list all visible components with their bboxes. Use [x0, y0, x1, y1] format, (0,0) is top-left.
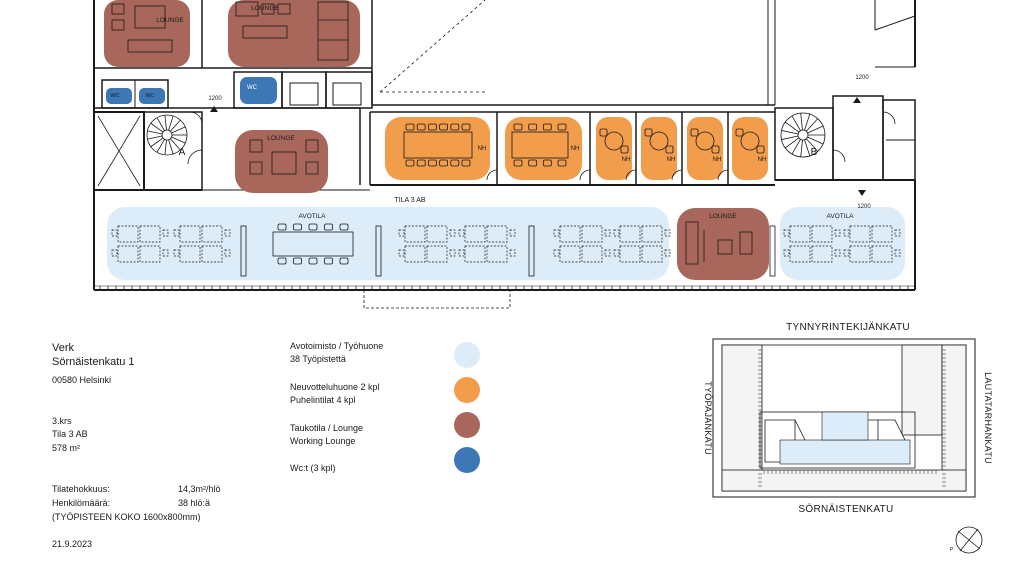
label-stair-a: A: [179, 147, 186, 158]
label-nh-3: NH: [622, 157, 631, 163]
key-map: [712, 338, 976, 498]
label-wc-small-2: WC: [145, 93, 154, 99]
compass-label: P: [950, 547, 954, 553]
wc-areas: [106, 77, 277, 104]
phone-room-2: [641, 117, 677, 180]
headcount-value: 38 hlö:ä: [178, 498, 211, 508]
legend-meeting-line1: Neuvotteluhuone 2 kpl: [290, 382, 380, 392]
legend-open-office-swatch: [454, 342, 480, 368]
dim-1200-bottom-right: 1200: [857, 204, 871, 210]
floor-number: 3.krs: [52, 416, 72, 426]
building-walls: [93, 0, 916, 309]
street-address: Sörnäistenkatu 1: [52, 356, 135, 368]
phone-room-4: [732, 117, 768, 180]
label-nh-5: NH: [713, 157, 722, 163]
doors: [187, 111, 896, 181]
legend-wc-line1: Wc:t (3 kpl): [290, 463, 336, 473]
label-wc-main: WC: [247, 85, 258, 91]
meeting-chairs: [277, 123, 765, 265]
meeting-room-1: [385, 117, 490, 180]
wc-small-1: [106, 88, 132, 104]
keymap-street-west: TYÖPAJANKATU: [703, 381, 713, 455]
keymap-street-east: LAUTATARHANKATU: [983, 372, 993, 464]
keymap-street-north: TYNNYRINTEKIJÄNKATU: [786, 321, 910, 333]
door-arrows: [210, 97, 866, 196]
label-avotila-left: AVOTILA: [299, 213, 327, 220]
dim-1200-left: 1200: [208, 96, 222, 102]
furniture: [111, 1, 776, 277]
workstations: [111, 225, 901, 263]
avotila-left-zone: [107, 207, 669, 280]
label-nh-2: NH: [571, 146, 580, 152]
space-area: 578 m²: [52, 443, 81, 453]
label-avotila-right: AVOTILA: [827, 213, 855, 220]
keymap-highlight: [779, 439, 911, 465]
lounge-top-mid: [228, 0, 360, 67]
label-lounge-right: LOUNGE: [709, 213, 737, 220]
phone-room-1: [596, 117, 632, 180]
phone-room-3: [687, 117, 723, 180]
legend-lounge-line2: Working Lounge: [290, 436, 356, 446]
legend-wc-swatch: [454, 447, 480, 473]
label-nh-6: NH: [758, 157, 767, 163]
compass-icon: [955, 526, 983, 554]
lounge-right: [677, 208, 769, 280]
company-name: Verk: [52, 342, 75, 354]
label-lounge-top-left: LOUNGE: [156, 17, 184, 24]
postal-address: 00580 Helsinki: [52, 375, 112, 385]
meeting-rooms: [385, 117, 768, 180]
density-label: Tilatehokkuus:: [52, 484, 110, 494]
legend-meeting-swatch: [454, 377, 480, 403]
label-nh-1: NH: [478, 146, 487, 152]
keymap-street-south: SÖRNÄISTENKATU: [798, 503, 893, 515]
label-wc-small-1: WC: [110, 93, 119, 99]
wc-main: [240, 77, 277, 104]
legend-open-office-line1: Avotoimisto / Työhuone: [290, 341, 384, 351]
headcount-label: Henkilömäärä:: [52, 498, 111, 508]
wc-small-2: [139, 88, 165, 104]
legend-lounge-line1: Taukotila / Lounge: [290, 423, 364, 433]
density-value: 14,3m²/hlö: [178, 484, 221, 494]
label-lounge-top-mid: LOUNGE: [251, 5, 279, 12]
label-lounge-center: LOUNGE: [267, 135, 295, 142]
open-office-areas: [107, 207, 905, 280]
lounge-center: [235, 130, 328, 193]
dim-1200-top-right: 1200: [855, 75, 869, 81]
space-name: Tila 3 AB: [52, 429, 88, 439]
legend-open-office-line2: 38 Työpistettä: [290, 354, 346, 364]
window-ticks: [99, 286, 909, 290]
label-tila: TILA 3 AB: [394, 197, 425, 204]
meeting-room-2: [505, 117, 582, 180]
lounge-areas: [104, 0, 769, 280]
label-nh-4: NH: [667, 157, 676, 163]
plan-date: 21.9.2023: [52, 539, 93, 549]
legend-meeting-line2: Puhelintilat 4 kpl: [290, 395, 356, 405]
spiral-stairs: [146, 112, 826, 158]
label-stair-b: B: [811, 147, 818, 158]
workstation-note: (TYÖPISTEEN KOKO 1600x800mm): [52, 512, 201, 522]
lounge-top-left: [104, 0, 190, 67]
legend-lounge-swatch: [454, 412, 480, 438]
